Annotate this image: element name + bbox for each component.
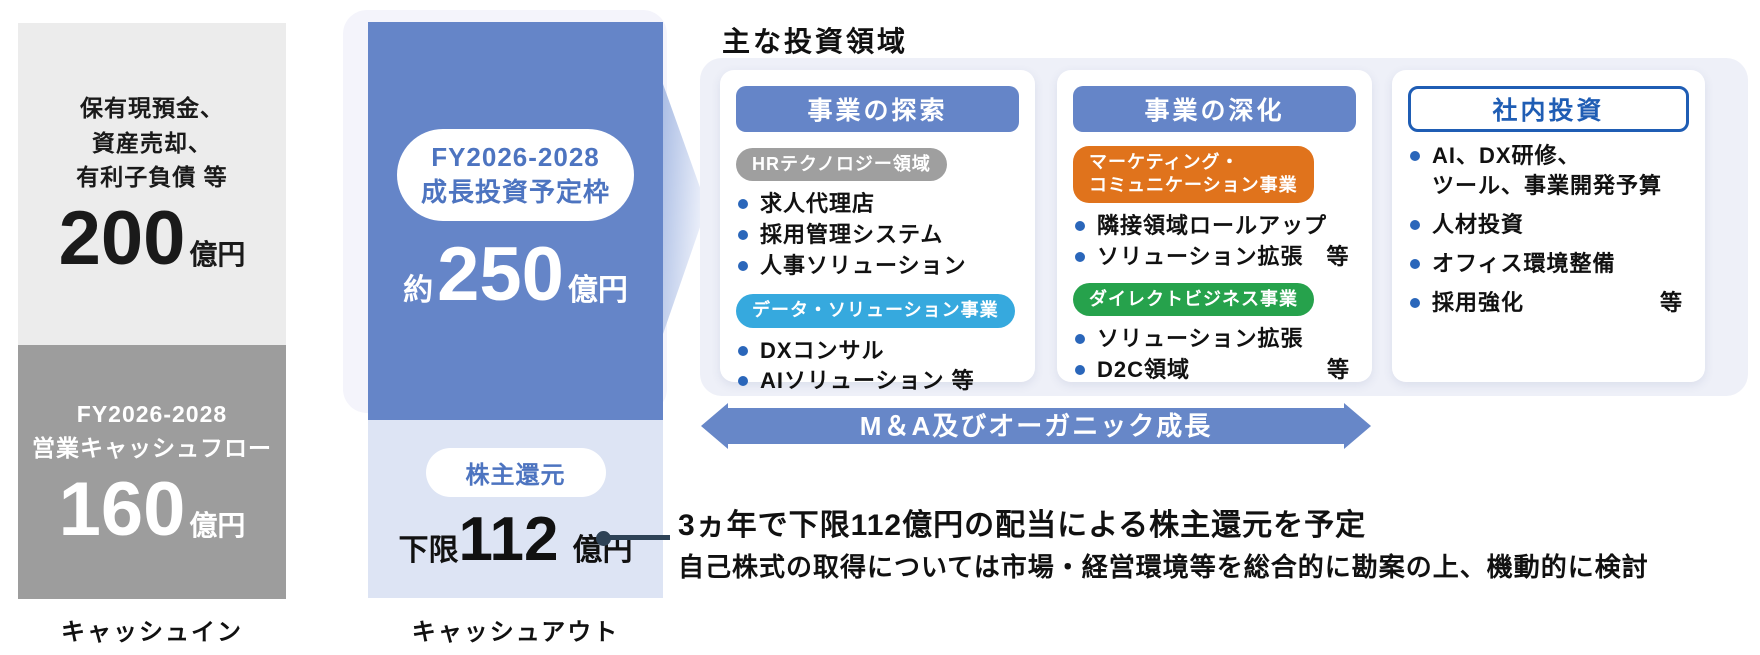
card1-items-hr: 求人代理店 採用管理システム 人事ソリューション <box>738 189 1019 281</box>
shareholder-return-note: 3ヵ年で下限112億円の配当による株主還元を予定 <box>678 509 1367 542</box>
card3-header: 社内投資 <box>1408 86 1689 132</box>
shareholder-return-pill: 株主還元 <box>425 447 606 497</box>
share-buyback-note: 自己株式の取得については市場・経営環境等を総合的に勘案の上、機動的に検討 <box>678 552 1649 582</box>
bullet-icon <box>738 199 748 210</box>
list-item: AIソリューション 等 <box>738 366 1019 396</box>
shareholder-amount-prefix: 下限 <box>398 533 459 567</box>
bullet-icon <box>738 261 748 272</box>
cash-in-source-line3: 有利子負債 等 <box>76 164 228 191</box>
operating-cashflow-block: FY2026-2028 営業キャッシュフロー 160 億円 <box>18 345 286 599</box>
bullet-icon <box>738 230 748 241</box>
card1-header: 事業の探索 <box>736 86 1019 132</box>
cash-out-label: キャッシュアウト <box>411 619 620 646</box>
card3-items: AI、DX研修、 ツール、事業開発予算 人材投資 オフィス環境整備 採用強化等 <box>1410 141 1689 318</box>
cash-in-sources-value: 200 <box>58 195 186 281</box>
bullet-icon <box>1410 297 1420 308</box>
growth-investment-block: FY2026-2028 成長投資予定枠 約 250 億円 <box>368 22 663 420</box>
bullet-icon <box>1410 219 1420 230</box>
card2-header: 事業の深化 <box>1073 86 1356 132</box>
bullet-icon <box>738 376 748 387</box>
list-item: D2C領域等 <box>1075 355 1356 385</box>
growth-investment-amount: 約 250 億円 <box>403 237 628 313</box>
card2-items-direct: ソリューション拡張 D2C領域等 <box>1075 324 1356 385</box>
list-item: オフィス環境整備 <box>1410 249 1689 279</box>
cash-in-sources-text: 保有現預金、 資産売却、 有利子負債 等 <box>76 91 227 195</box>
tag-marketing-line1: マーケティング・ <box>1089 152 1240 172</box>
growth-pill-line1: FY2026-2028 <box>431 141 600 172</box>
list-item: 求人代理店 <box>738 189 1019 219</box>
flow-arrow-triangle <box>663 84 707 334</box>
tag-marketing-line2: コミュニケーション事業 <box>1089 175 1298 196</box>
internal-item1-line1: AI、DX研修、 <box>1432 143 1581 168</box>
card-business-deepening: 事業の深化 マーケティング・ コミュニケーション事業 隣接領域ロールアップ ソリ… <box>1057 70 1372 382</box>
tag-direct-business: ダイレクトビジネス事業 <box>1073 282 1314 316</box>
tag-marketing-communication: マーケティング・ コミュニケーション事業 <box>1073 146 1314 203</box>
cash-in-sources-unit: 億円 <box>189 238 246 270</box>
card-internal-investment: 社内投資 AI、DX研修、 ツール、事業開発予算 人材投資 オフィス環境整備 採… <box>1392 70 1705 382</box>
investment-areas-title: 主な投資領域 <box>722 26 909 57</box>
cash-in-label: キャッシュイン <box>61 619 243 646</box>
cash-in-sources-amount: 200 億円 <box>58 195 246 281</box>
internal-item1-line2: ツール、事業開発予算 <box>1432 172 1663 198</box>
list-item: 人事ソリューション <box>738 251 1019 281</box>
connector-line <box>608 535 670 540</box>
cash-in-source-line1: 保有現預金、 <box>79 95 224 122</box>
operating-cashflow-line1: FY2026-2028 <box>76 400 228 427</box>
operating-cashflow-unit: 億円 <box>189 509 246 541</box>
list-item: ソリューション拡張 等 <box>1075 242 1356 272</box>
bullet-icon <box>1075 251 1085 262</box>
cash-in-sources-block: 保有現預金、 資産売却、 有利子負債 等 200 億円 <box>18 23 286 345</box>
card1-items-data: DXコンサル AIソリューション 等 <box>738 336 1019 397</box>
bullet-icon <box>1075 364 1085 375</box>
growth-amount-prefix: 約 <box>403 274 434 308</box>
list-item: DXコンサル <box>738 336 1019 366</box>
list-item: 採用管理システム <box>738 220 1019 250</box>
etc-suffix: 等 <box>1659 289 1683 315</box>
growth-amount-unit: 億円 <box>567 274 628 308</box>
card-business-exploration: 事業の探索 HRテクノロジー領域 求人代理店 採用管理システム 人事ソリューショ… <box>720 70 1035 393</box>
ma-organic-growth-arrow: M＆A及びオーガニック成長 <box>701 403 1371 449</box>
operating-cashflow-text: FY2026-2028 営業キャッシュフロー <box>32 397 272 466</box>
tag-data-solution: データ・ソリューション事業 <box>736 294 1015 328</box>
shareholder-amount-value: 112 <box>458 504 559 574</box>
list-item: ソリューション拡張 <box>1075 324 1356 354</box>
list-item: 採用強化等 <box>1410 288 1689 318</box>
etc-suffix: 等 <box>1326 356 1350 382</box>
list-item: 人材投資 <box>1410 210 1689 240</box>
cash-in-source-line2: 資産売却、 <box>91 129 212 156</box>
operating-cashflow-value: 160 <box>58 466 186 552</box>
list-item: 隣接領域ロールアップ <box>1075 211 1356 241</box>
bullet-icon <box>1410 258 1420 269</box>
internal-item1: AI、DX研修、 ツール、事業開発予算 <box>1432 141 1689 201</box>
bullet-icon <box>1075 333 1085 344</box>
bullet-icon <box>738 345 748 356</box>
card2-items-marketing: 隣接領域ロールアップ ソリューション拡張 等 <box>1075 211 1356 272</box>
shareholder-return-block: 株主還元 下限 112 億円 <box>368 420 663 598</box>
bullet-icon <box>1410 151 1420 161</box>
growth-investment-pill: FY2026-2028 成長投資予定枠 <box>396 128 634 222</box>
connector-dot <box>596 531 611 546</box>
operating-cashflow-amount: 160 億円 <box>58 466 246 552</box>
list-item: AI、DX研修、 ツール、事業開発予算 <box>1410 141 1689 201</box>
bullet-icon <box>1075 220 1085 231</box>
tag-hr-technology: HRテクノロジー領域 <box>736 148 947 182</box>
operating-cashflow-line2: 営業キャッシュフロー <box>32 435 272 461</box>
growth-pill-line2: 成長投資予定枠 <box>420 177 610 207</box>
growth-amount-value: 250 <box>437 232 564 318</box>
